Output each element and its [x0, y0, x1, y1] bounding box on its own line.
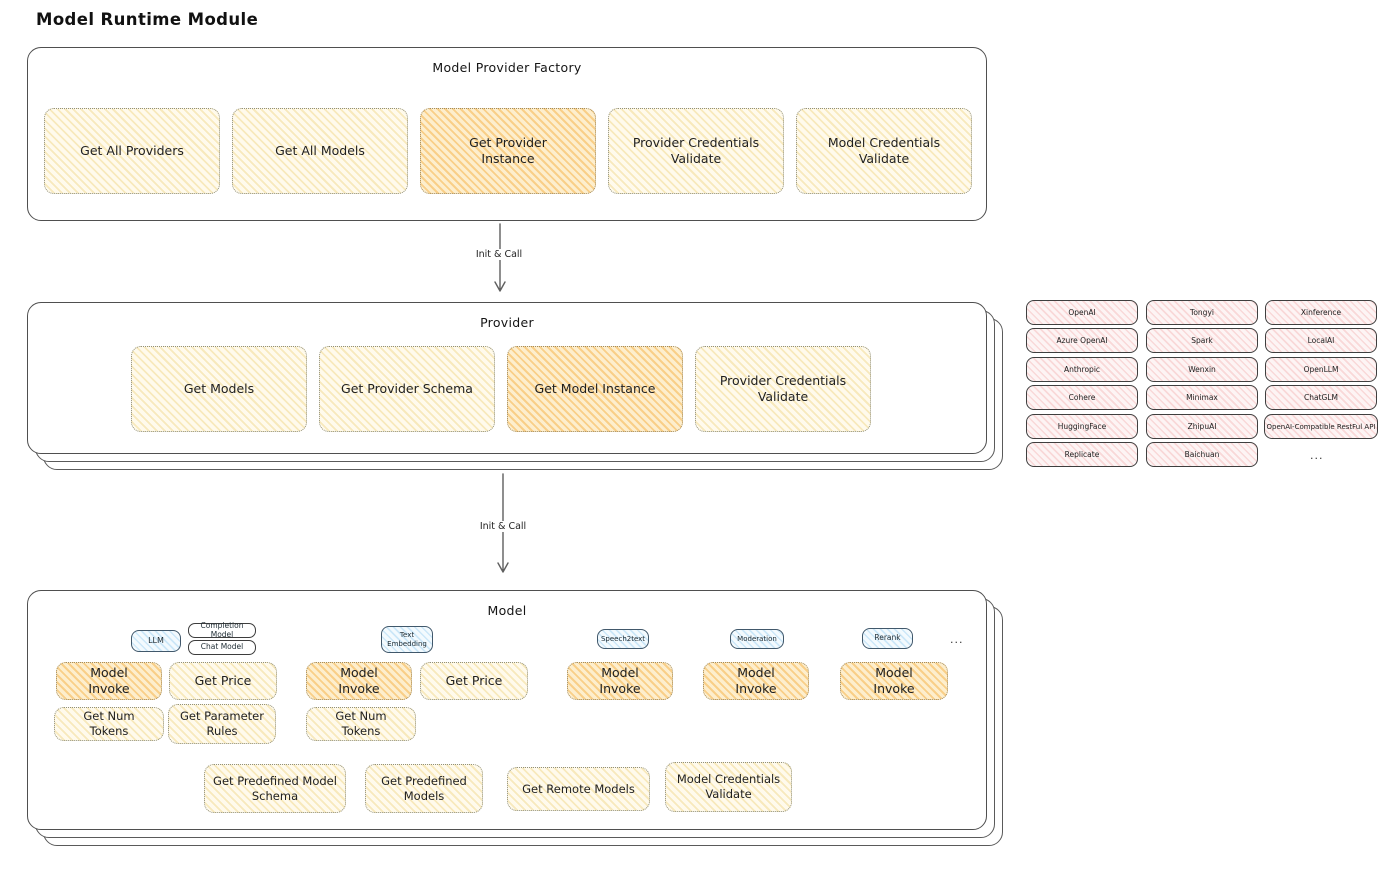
provider-box: Provider Get Models Get Provider Schema …	[27, 302, 987, 454]
init-call-label-2: Init & Call	[473, 521, 533, 533]
provider-chip: HuggingFace	[1026, 414, 1138, 439]
tag-text-embedding: Text Embedding	[381, 626, 433, 653]
provider-chip: Spark	[1146, 328, 1258, 353]
provider-chip: ZhipuAI	[1146, 414, 1258, 439]
provider-chip: ChatGLM	[1265, 385, 1377, 410]
node-get-num-tokens: Get Num Tokens	[306, 707, 416, 741]
provider-chip: LocalAI	[1265, 328, 1377, 353]
provider-chip: Baichuan	[1146, 442, 1258, 467]
init-call-arrow-1	[494, 223, 506, 292]
tag-speech2text: Speech2text	[597, 629, 649, 649]
node-get-provider-schema: Get Provider Schema	[319, 346, 495, 432]
tag-completion-model: Completion Model	[188, 621, 256, 638]
node-model-invoke: Model Invoke	[840, 662, 948, 700]
node-get-predefined-models: Get Predefined Models	[365, 764, 483, 813]
node-model-credentials-validate: Model Credentials Validate	[796, 108, 972, 194]
node-get-all-providers: Get All Providers	[44, 108, 220, 194]
provider-chip: Cohere	[1026, 385, 1138, 410]
node-provider-credentials-validate-2: Provider Credentials Validate	[695, 346, 871, 432]
factory-title: Model Provider Factory	[432, 60, 582, 75]
provider-chip: Azure OpenAI	[1026, 328, 1138, 353]
provider-chip: OpenAI-Compatible RestFul API	[1264, 414, 1378, 439]
tag-llm: LLM	[131, 630, 181, 652]
node-get-predefined-model-schema: Get Predefined Model Schema	[204, 764, 346, 813]
provider-chip: OpenLLM	[1265, 357, 1377, 382]
node-label: Model Credentials Validate	[827, 134, 941, 166]
provider-chip: Wenxin	[1146, 357, 1258, 382]
tag-chat-model: Chat Model	[188, 640, 256, 655]
node-label: Provider Credentials Validate	[632, 134, 760, 166]
providers-ellipsis: ...	[1310, 449, 1324, 462]
node-get-remote-models: Get Remote Models	[507, 767, 650, 811]
node-model-invoke: Model Invoke	[567, 662, 673, 700]
node-get-provider-instance: Get Provider Instance	[420, 108, 596, 194]
provider-chip: Replicate	[1026, 442, 1138, 467]
node-get-parameter-rules: Get Parameter Rules	[168, 704, 276, 744]
node-get-models: Get Models	[131, 346, 307, 432]
node-model-invoke: Model Invoke	[306, 662, 412, 700]
page-title: Model Runtime Module	[36, 10, 259, 29]
node-get-all-models: Get All Models	[232, 108, 408, 194]
node-get-model-instance: Get Model Instance	[507, 346, 683, 432]
provider-chip: OpenAI	[1026, 300, 1138, 325]
provider-chip: Anthropic	[1026, 357, 1138, 382]
node-get-price: Get Price	[169, 662, 277, 700]
tag-rerank: Rerank	[862, 628, 913, 649]
model-title: Model	[487, 603, 527, 618]
node-get-num-tokens: Get Num Tokens	[54, 707, 164, 741]
model-box: Model LLM Completion Model Chat Model Te…	[27, 590, 987, 830]
node-get-price: Get Price	[420, 662, 528, 700]
node-model-invoke: Model Invoke	[703, 662, 809, 700]
node-provider-credentials-validate: Provider Credentials Validate	[608, 108, 784, 194]
init-call-label-1: Init & Call	[469, 249, 529, 261]
tag-moderation: Moderation	[730, 629, 784, 649]
model-provider-factory-box: Model Provider Factory Get All Providers…	[27, 47, 987, 221]
node-label: Get Provider Instance	[469, 134, 547, 166]
provider-chip: Minimax	[1146, 385, 1258, 410]
node-model-credentials-validate-2: Model Credentials Validate	[665, 762, 792, 812]
tags-ellipsis: ...	[950, 633, 964, 646]
provider-title: Provider	[480, 315, 534, 330]
provider-chip: Tongyi	[1146, 300, 1258, 325]
provider-chip: Xinference	[1265, 300, 1377, 325]
node-model-invoke: Model Invoke	[56, 662, 162, 700]
node-label: Provider Credentials Validate	[719, 372, 847, 404]
